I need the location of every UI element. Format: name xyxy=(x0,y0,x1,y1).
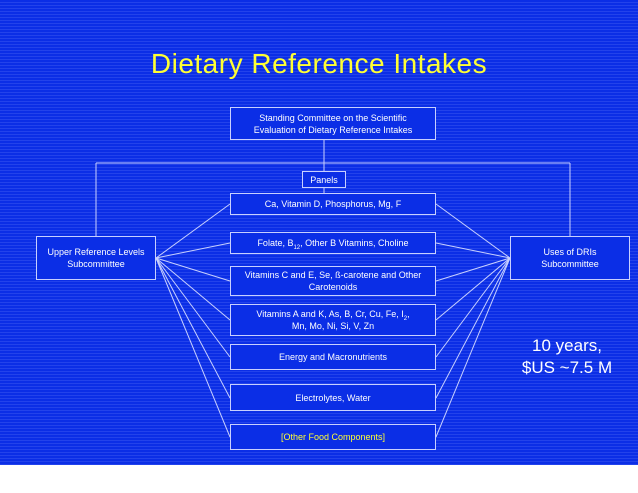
panel-vitamins-a-k-pre: Vitamins A and K, As, B, Cr, Cu, Fe, I xyxy=(256,309,404,319)
connector-right-vita xyxy=(435,257,511,321)
connector-lines xyxy=(95,140,571,438)
duration-note-line1: 10 years, xyxy=(532,336,602,355)
connector-right-vitc xyxy=(435,257,511,282)
connector-left-folate xyxy=(155,242,231,259)
panel-folate-label-pre: Folate, B xyxy=(257,238,294,248)
panel-vitamins-c-e-line1: Vitamins C and E, Se, ß-carotene and Oth… xyxy=(244,270,422,280)
duration-cost-note: 10 years, $US ~7.5 M xyxy=(512,335,622,379)
connector-left-electrolytes xyxy=(155,257,231,399)
connector-left-ca xyxy=(155,203,231,259)
panel-vitamins-c-e-line2: Carotenoids xyxy=(308,282,358,292)
page-title: Dietary Reference Intakes xyxy=(150,48,488,79)
panel-electrolytes-label: Electrolytes, Water xyxy=(295,392,371,403)
upper-reference-levels-line2: Subcommittee xyxy=(67,259,125,269)
panels-label: Panels xyxy=(310,174,338,185)
panel-vitamins-a-k-subscript: 2 xyxy=(403,315,408,322)
panel-vitamins-a-k: Vitamins A and K, As, B, Cr, Cu, Fe, I2,… xyxy=(230,304,436,336)
connector-left-energy xyxy=(155,257,231,358)
upper-reference-levels-box: Upper Reference Levels Subcommittee xyxy=(36,236,156,280)
panel-vitamins-c-e: Vitamins C and E, Se, ß-carotene and Oth… xyxy=(230,266,436,296)
panel-vitamins-a-k-post: , xyxy=(407,309,410,319)
connector-left-vitc xyxy=(155,257,231,282)
uses-of-dris-box: Uses of DRIs Subcommittee xyxy=(510,236,630,280)
panel-energy-label: Energy and Macronutrients xyxy=(278,352,388,362)
connector-left-vita xyxy=(155,257,231,321)
upper-reference-levels-line1: Upper Reference Levels xyxy=(47,247,145,257)
panel-other-food-components: [Other Food Components] xyxy=(230,424,436,450)
connector-right-folate xyxy=(435,242,511,259)
standing-committee-line2: Evaluation of Dietary Reference Intakes xyxy=(253,124,413,135)
panel-folate-label-post: , Other B Vitamins, Choline xyxy=(300,238,409,248)
uses-of-dris-line2: Subcommittee xyxy=(541,259,599,269)
connector-right-other xyxy=(435,257,511,438)
panel-electrolytes-water: Electrolytes, Water xyxy=(230,384,436,411)
panel-folate-label: Folate, B12, Other B Vitamins, Choline xyxy=(257,237,409,251)
panel-energy-macronutrients: Energy and Macronutrients xyxy=(230,344,436,370)
slide-canvas: Dietary Reference Intakes Standing Commi… xyxy=(0,0,638,465)
uses-of-dris-line1: Uses of DRIs xyxy=(543,247,597,257)
panel-folate-b-vitamins: Folate, B12, Other B Vitamins, Choline xyxy=(230,232,436,254)
connector-right-ca xyxy=(435,203,511,259)
connector-right-energy xyxy=(435,257,511,358)
panel-ca-vitamin-d: Ca, Vitamin D, Phosphorus, Mg, F xyxy=(230,193,436,215)
panel-vitamins-a-k-line1: Vitamins A and K, As, B, Cr, Cu, Fe, I2, xyxy=(256,308,410,322)
connector-left-other xyxy=(155,257,231,438)
panels-label-box: Panels xyxy=(302,171,346,188)
panel-folate-subscript: 12 xyxy=(293,244,301,251)
standing-committee-box: Standing Committee on the Scientific Eva… xyxy=(230,107,436,140)
panel-other-label: [Other Food Components] xyxy=(280,432,386,442)
connector-right-electrolytes xyxy=(435,257,511,399)
panel-ca-vitamin-d-label: Ca, Vitamin D, Phosphorus, Mg, F xyxy=(264,199,402,209)
panel-vitamins-a-k-line2: Mn, Mo, Ni, Si, V, Zn xyxy=(291,321,375,331)
duration-note-line2: $US ~7.5 M xyxy=(521,358,613,377)
standing-committee-line1: Standing Committee on the Scientific xyxy=(259,112,407,123)
